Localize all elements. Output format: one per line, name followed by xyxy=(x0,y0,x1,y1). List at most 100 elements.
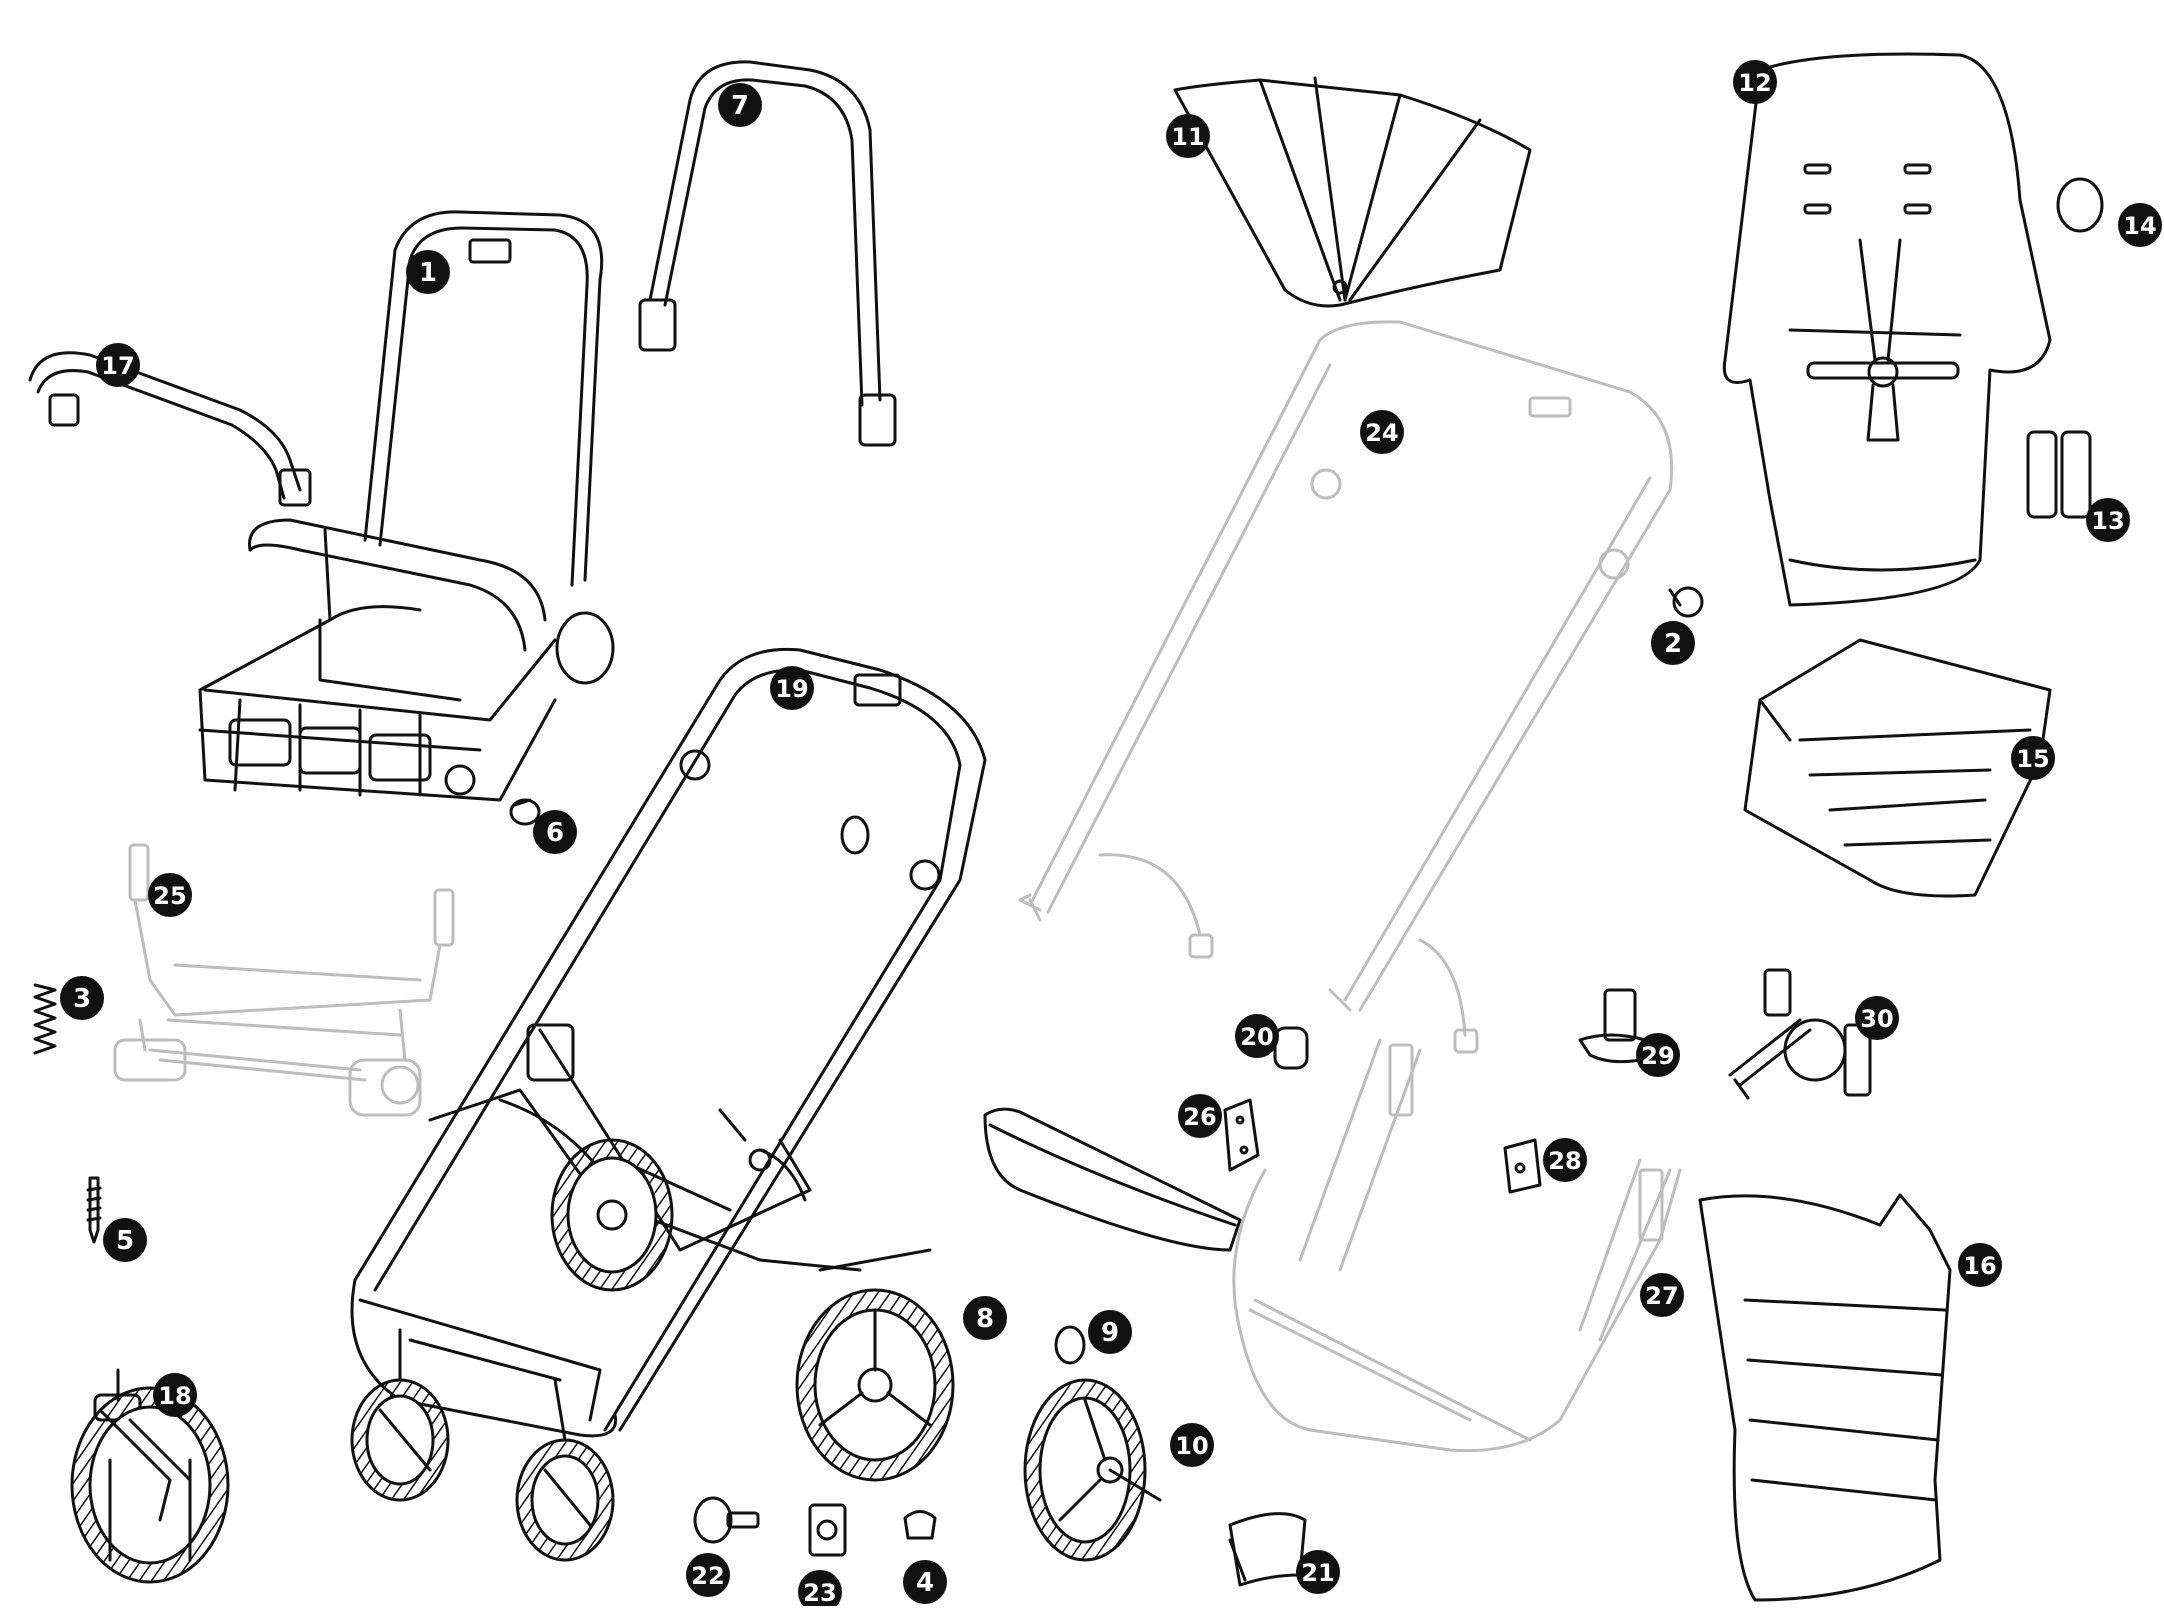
part-bumper-bar xyxy=(28,351,312,507)
part-number-badge-14: 14 xyxy=(2118,203,2162,247)
part-number-label: 7 xyxy=(731,91,749,121)
part-number-badge-1: 1 xyxy=(406,250,450,294)
part-number-badge-2: 2 xyxy=(1651,621,1695,665)
part-number-badge-15: 15 xyxy=(2011,736,2055,780)
part-hinge-plate xyxy=(1223,1098,1260,1172)
part-seat-apron xyxy=(1743,638,2052,898)
badge-circle xyxy=(1958,1243,2002,1287)
badge-circle xyxy=(533,810,577,854)
part-number-label: 5 xyxy=(116,1226,134,1256)
part-seat-liner xyxy=(1722,52,2052,607)
part-canopy xyxy=(1173,76,1532,308)
part-number-label: 2 xyxy=(1664,629,1682,659)
badge-circle xyxy=(148,873,192,917)
badge-circle xyxy=(96,343,140,387)
badge-circle xyxy=(1296,1550,1340,1594)
part-sleeve xyxy=(1273,1026,1309,1070)
badge-circle xyxy=(1733,60,1777,104)
part-number-label: 11 xyxy=(1171,123,1204,151)
badge-circle xyxy=(903,1560,947,1604)
part-number-badge-27: 27 xyxy=(1640,1273,1684,1317)
part-end-cap xyxy=(1668,586,1704,618)
part-number-label: 20 xyxy=(1240,1023,1273,1051)
badge-circle xyxy=(718,83,762,127)
part-number-badge-7: 7 xyxy=(718,83,762,127)
part-number-label: 28 xyxy=(1548,1147,1581,1175)
part-number-label: 1 xyxy=(419,258,437,288)
badge-circle xyxy=(2086,498,2130,542)
part-chassis xyxy=(350,647,987,1438)
part-number-badge-23: 23 xyxy=(798,1570,842,1610)
part-number-badge-3: 3 xyxy=(60,976,104,1020)
part-number-badge-11: 11 xyxy=(1166,114,1210,158)
part-number-badge-10: 10 xyxy=(1170,1423,1214,1467)
part-number-label: 23 xyxy=(803,1579,836,1606)
part-brake-pedal xyxy=(1228,1512,1307,1587)
part-number-badge-29: 29 xyxy=(1636,1033,1680,1077)
part-number-badge-12: 12 xyxy=(1733,60,1777,104)
badge-circle xyxy=(1636,1033,1680,1077)
part-number-label: 6 xyxy=(546,818,564,848)
part-footrest xyxy=(983,1107,1242,1252)
part-footmuff-cover xyxy=(1698,1193,1952,1602)
part-number-badge-30: 30 xyxy=(1855,996,1899,1040)
part-basket-frame-faded xyxy=(1232,1038,1682,1453)
part-number-badge-6: 6 xyxy=(533,810,577,854)
part-number-label: 21 xyxy=(1301,1559,1334,1587)
part-spring xyxy=(33,983,57,1055)
part-number-label: 8 xyxy=(976,1304,994,1334)
part-small-cap xyxy=(509,798,541,826)
part-number-badge-5: 5 xyxy=(103,1218,147,1262)
badge-circle xyxy=(406,250,450,294)
badge-circle xyxy=(1170,1423,1214,1467)
part-number-label: 27 xyxy=(1645,1282,1678,1310)
part-number-badge-25: 25 xyxy=(148,873,192,917)
badge-circle xyxy=(1166,114,1210,158)
part-number-label: 12 xyxy=(1738,69,1771,97)
badge-circle xyxy=(103,1218,147,1262)
part-lock-bracket xyxy=(808,1503,847,1557)
part-buckle-cover xyxy=(2056,177,2104,233)
part-number-badge-20: 20 xyxy=(1235,1014,1279,1058)
part-number-label: 15 xyxy=(2016,745,2049,773)
badge-circle xyxy=(153,1373,197,1417)
part-number-label: 25 xyxy=(153,882,186,910)
part-chassis-front-wheels xyxy=(350,1328,615,1562)
part-number-label: 22 xyxy=(691,1562,724,1590)
part-brake-hub xyxy=(1728,968,1872,1100)
part-number-badge-13: 13 xyxy=(2086,498,2130,542)
part-number-label: 10 xyxy=(1175,1432,1208,1460)
part-number-label: 30 xyxy=(1860,1005,1893,1033)
part-canopy-frame xyxy=(638,60,897,447)
part-strap-pads xyxy=(2026,430,2092,519)
part-hub-cap xyxy=(1054,1325,1086,1365)
part-number-label: 29 xyxy=(1641,1042,1674,1070)
part-number-badge-17: 17 xyxy=(96,343,140,387)
part-number-badge-28: 28 xyxy=(1543,1138,1587,1182)
badge-circle xyxy=(2118,203,2162,247)
badge-circle xyxy=(1543,1138,1587,1182)
badge-circle xyxy=(60,976,104,1020)
part-number-badge-18: 18 xyxy=(153,1373,197,1417)
part-number-badge-4: 4 xyxy=(903,1560,947,1604)
part-rear-axle-assembly xyxy=(113,843,455,1117)
part-seat-unit xyxy=(198,210,615,802)
badge-circle xyxy=(798,1570,842,1610)
part-number-label: 9 xyxy=(1101,1318,1119,1348)
part-number-label: 16 xyxy=(1963,1252,1996,1280)
part-number-label: 4 xyxy=(916,1568,934,1598)
part-number-badge-8: 8 xyxy=(963,1296,1007,1340)
badge-circle xyxy=(1178,1094,1222,1138)
badge-circle xyxy=(963,1296,1007,1340)
badge-circle xyxy=(686,1553,730,1597)
part-chassis-frame-faded xyxy=(1018,320,1674,1054)
badge-circle xyxy=(1855,996,1899,1040)
part-adjuster-knob xyxy=(693,1496,760,1544)
badge-circle xyxy=(1360,410,1404,454)
badge-circle xyxy=(1640,1273,1684,1317)
part-number-label: 26 xyxy=(1183,1103,1216,1131)
part-number-badge-22: 22 xyxy=(686,1553,730,1597)
part-number-badge-21: 21 xyxy=(1296,1550,1340,1594)
